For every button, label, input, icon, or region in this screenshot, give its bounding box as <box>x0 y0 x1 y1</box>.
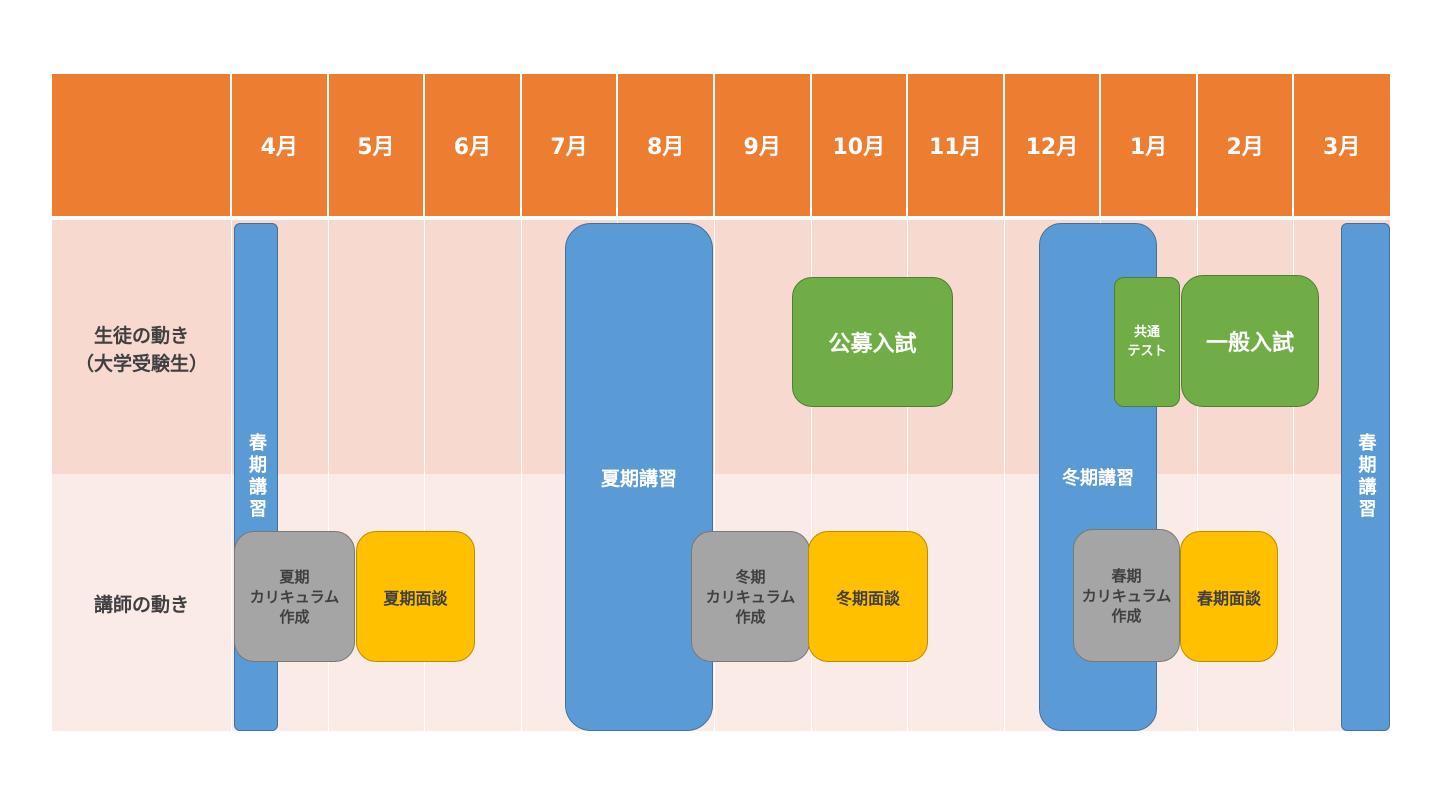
public-exam-box: 公募入試 <box>792 277 953 407</box>
grid-line <box>327 220 329 731</box>
spring-course-label: 春期講習 <box>246 433 267 521</box>
month-header: 9月 <box>743 135 781 160</box>
grid-line <box>231 220 232 731</box>
month-header: 7月 <box>550 135 588 160</box>
text-line: 春期 <box>1111 566 1142 585</box>
winter-interview-box: 冬期面談 <box>808 531 928 662</box>
spring-course-end-label: 春期講習 <box>1355 433 1377 521</box>
text-line: 作成 <box>279 607 310 626</box>
text-line: 冬期 <box>735 567 766 586</box>
summer-interview-label: 夏期面談 <box>383 588 448 608</box>
teachers-row-label: 講師の動き <box>93 594 189 616</box>
month-header: 12月 <box>1025 135 1079 160</box>
text-line: 作成 <box>1111 606 1142 625</box>
header-divider <box>230 74 232 216</box>
grid-line <box>810 220 812 731</box>
public-exam-label: 公募入試 <box>828 332 917 357</box>
header-divider <box>712 74 715 216</box>
header-divider <box>906 74 909 216</box>
header-divider <box>326 74 329 216</box>
month-header: 8月 <box>646 135 685 160</box>
month-header: 4月 <box>260 135 298 160</box>
general-exam-box: 一般入試 <box>1181 275 1319 407</box>
spring-course-bar-end: 春期講習 <box>1341 223 1390 731</box>
spring-interview-box: 春期面談 <box>1180 531 1278 662</box>
grid-line <box>907 220 909 731</box>
summer-curriculum-box: 夏期カリキュラム作成 <box>234 531 355 662</box>
summer-interview-box: 夏期面談 <box>356 531 475 662</box>
summer-course-bar: 夏期講習 <box>565 223 713 731</box>
header-divider <box>616 74 619 216</box>
header-divider <box>519 74 522 216</box>
grid-line <box>1196 220 1198 731</box>
month-header: 6月 <box>453 135 492 160</box>
header-divider <box>1195 74 1198 216</box>
header-divider <box>1099 74 1102 216</box>
grid-line <box>1003 220 1005 731</box>
common-test-line1: 共通 <box>1133 325 1160 340</box>
month-header: 11月 <box>929 135 982 160</box>
month-header: 5月 <box>357 135 395 160</box>
common-test-box: 共通テスト <box>1114 277 1180 407</box>
header-row <box>52 74 1390 216</box>
grid-line <box>1293 220 1295 731</box>
spring-curriculum-box: 春期カリキュラム作成 <box>1073 529 1180 662</box>
text-line: カリキュラム <box>249 587 340 606</box>
winter-curriculum-box: 冬期カリキュラム作成 <box>691 531 810 662</box>
text-line: 作成 <box>735 607 766 626</box>
spring-interview-label: 春期面談 <box>1196 588 1261 608</box>
header-divider <box>1002 74 1005 216</box>
text-line: カリキュラム <box>705 587 796 606</box>
month-header: 2月 <box>1226 135 1264 160</box>
header-divider <box>423 74 426 216</box>
header-divider <box>1292 74 1295 216</box>
header-divider <box>809 74 812 216</box>
month-header: 3月 <box>1323 135 1361 160</box>
grid-line <box>520 220 522 731</box>
month-header: 1月 <box>1129 135 1168 160</box>
general-exam-label: 一般入試 <box>1205 331 1294 356</box>
month-header: 10月 <box>832 135 886 160</box>
winter-course-label: 冬期講習 <box>1062 468 1134 489</box>
grid-line <box>713 220 715 731</box>
common-test-line2: テスト <box>1127 344 1167 359</box>
summer-course-label: 夏期講習 <box>600 467 677 490</box>
students-sublabel: （大学受験生） <box>74 353 208 375</box>
text-line: カリキュラム <box>1081 586 1172 605</box>
grid-line <box>424 220 426 731</box>
students-label: 生徒の動き <box>93 325 189 347</box>
winter-interview-label: 冬期面談 <box>835 588 900 608</box>
students-row-label: 生徒の動き （大学受験生） <box>52 300 231 400</box>
text-line: 夏期 <box>279 567 310 586</box>
